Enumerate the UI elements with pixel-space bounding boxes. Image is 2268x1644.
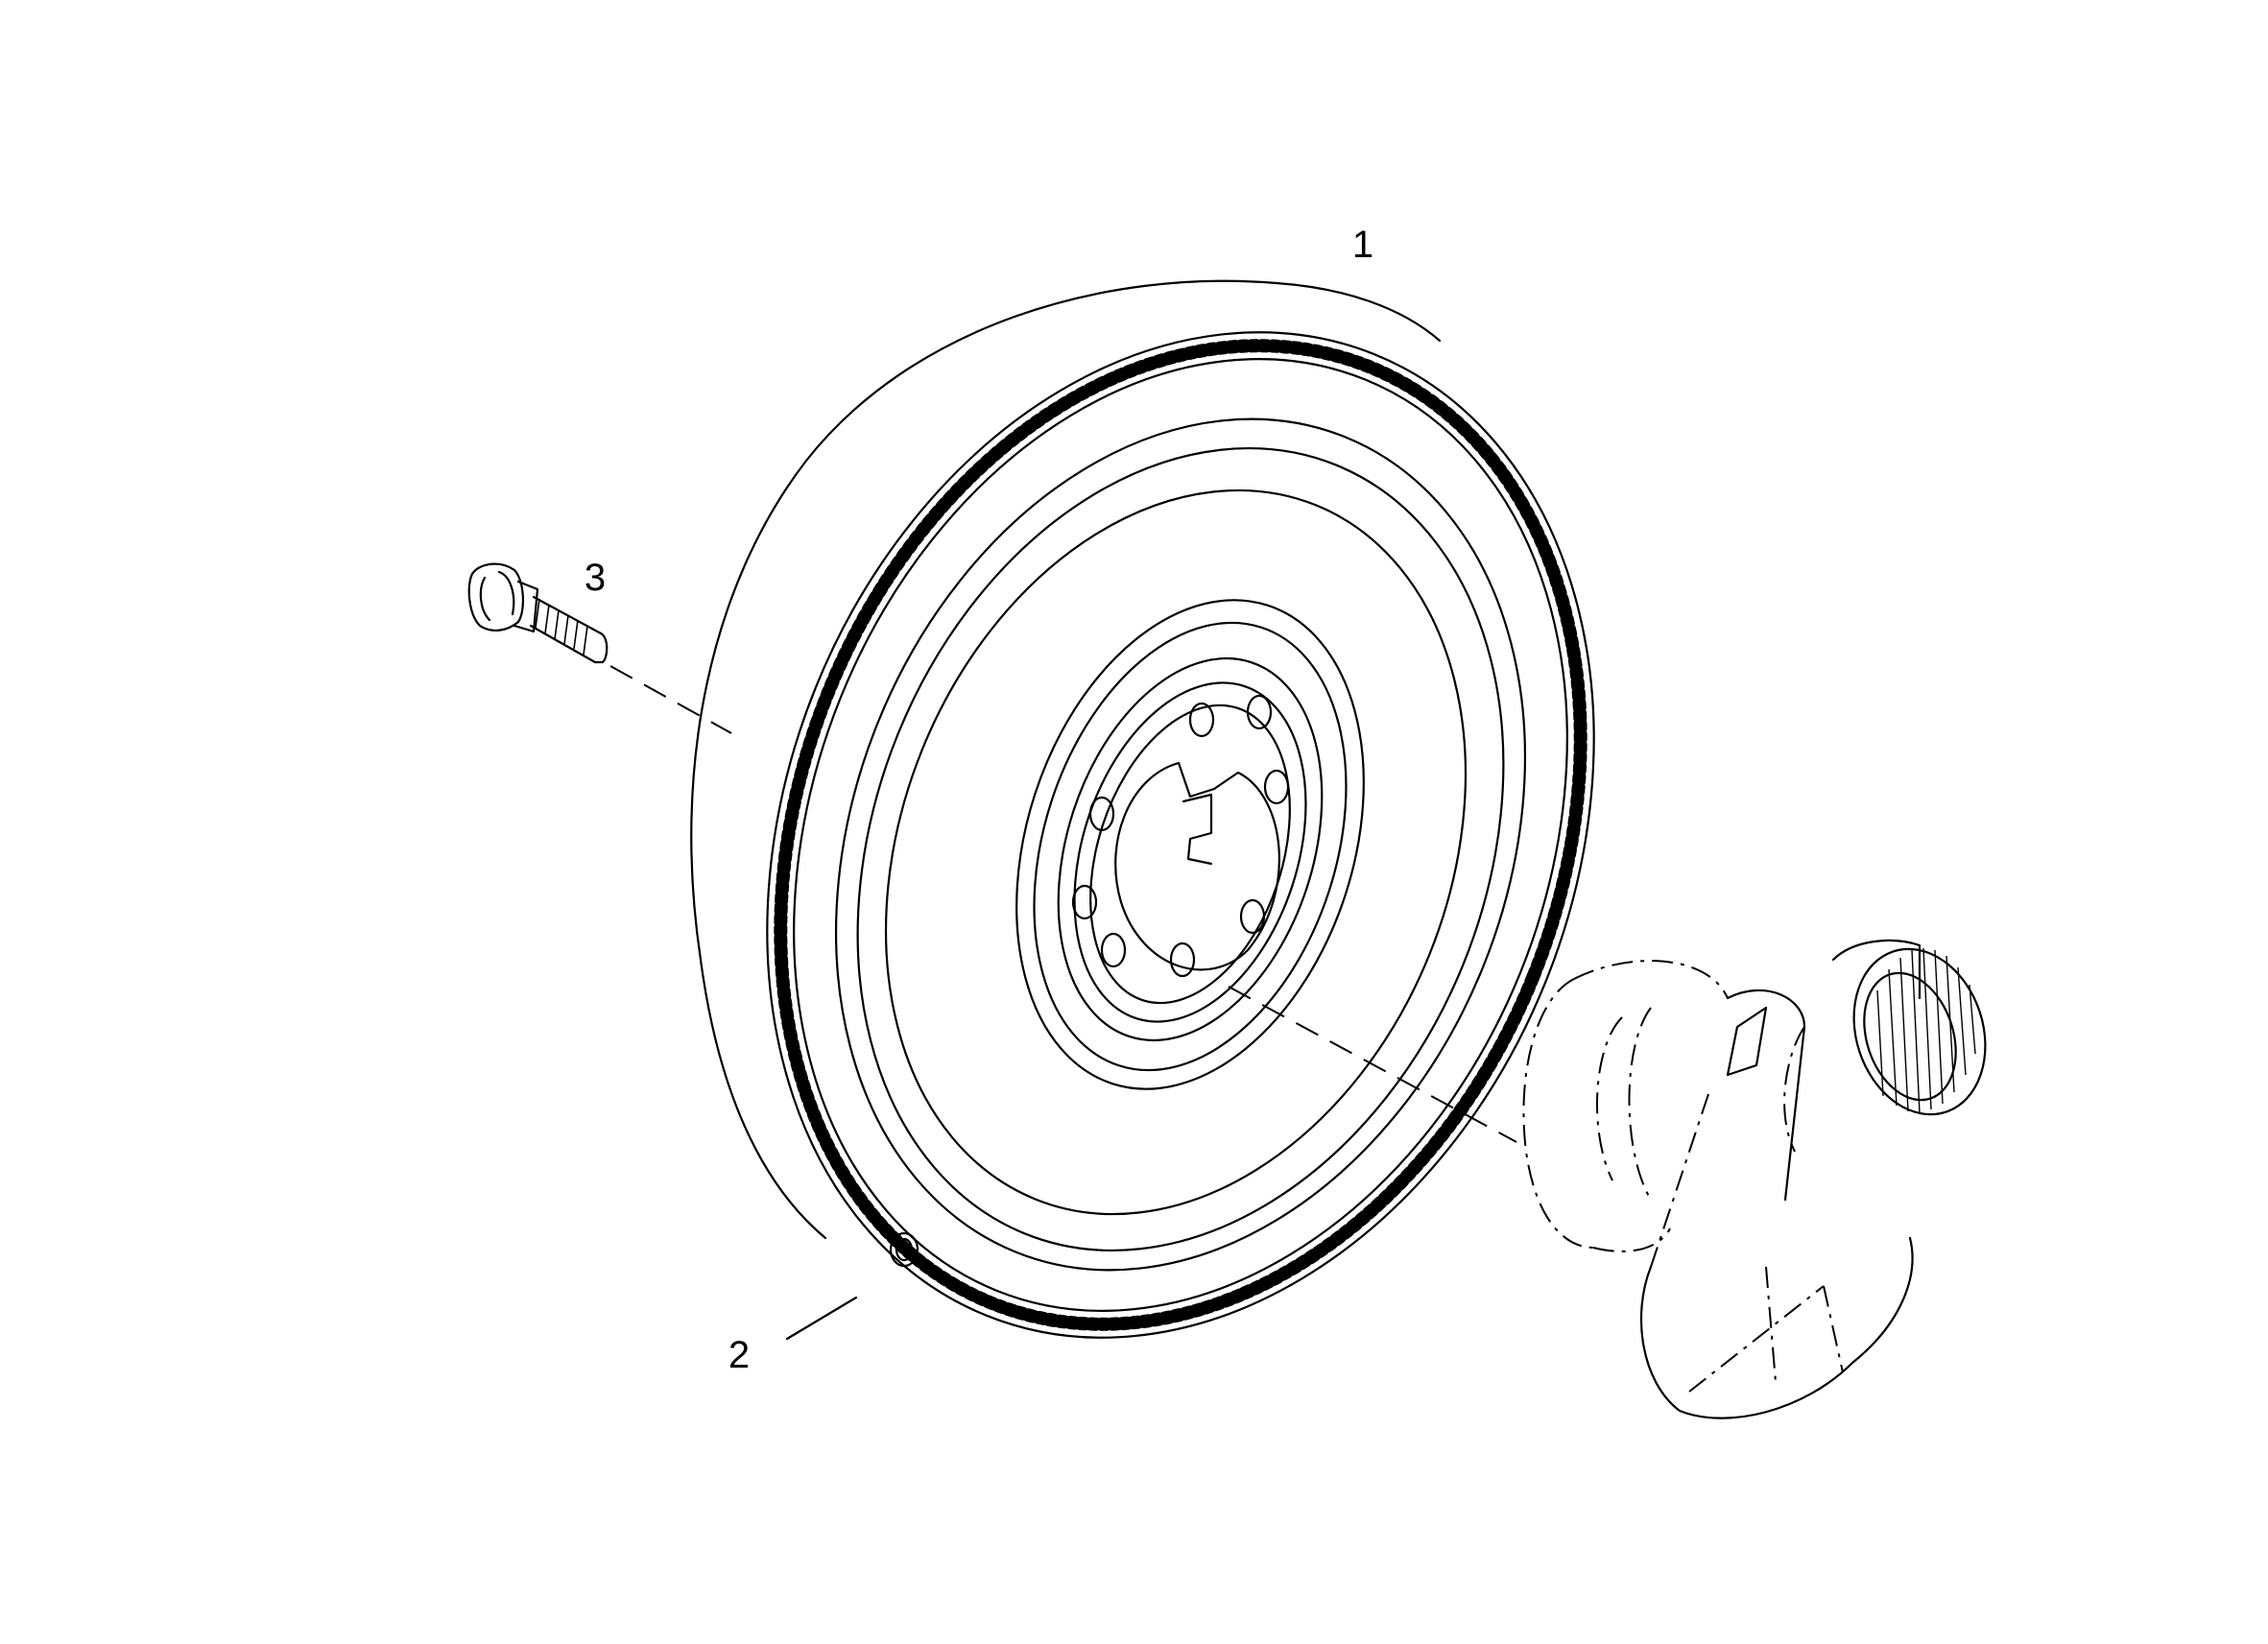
- bolt-thread: [535, 598, 588, 655]
- crankpin-hatching: [1876, 947, 1976, 1114]
- flywheel: [690, 279, 1595, 1339]
- bolt-axis-line: [609, 665, 732, 734]
- bolt-holes: [1071, 694, 1290, 978]
- crankshaft: [1522, 939, 1987, 1419]
- callout-2: 2: [728, 1334, 751, 1376]
- callout-1: 1: [1351, 224, 1374, 266]
- ring-gear-teeth: [774, 339, 1588, 1331]
- bolt: [467, 562, 609, 664]
- callout-2-leader: [785, 1296, 858, 1341]
- callout-3: 3: [584, 557, 607, 599]
- crankshaft-axis-line: [1228, 986, 1517, 1143]
